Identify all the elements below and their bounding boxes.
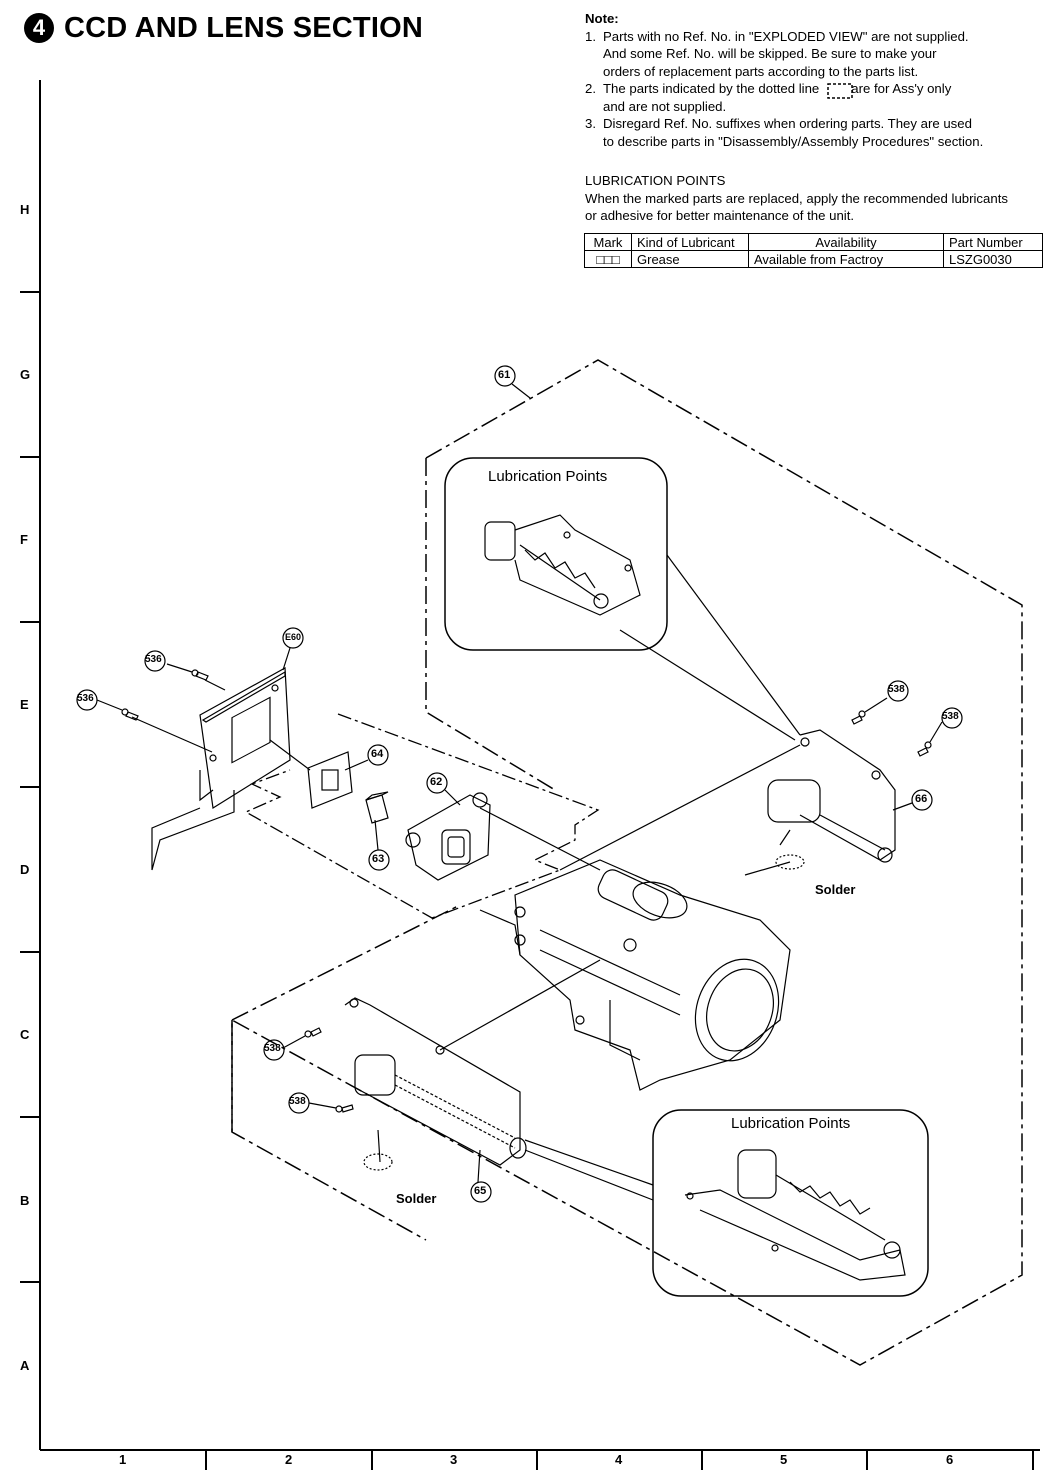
lube-box-title-top: Lubrication Points <box>488 468 608 485</box>
dotted-line-sample-icon <box>827 83 853 99</box>
page-title: CCD AND LENS SECTION <box>64 11 423 44</box>
lubrication-block: LUBRICATION POINTS When the marked parts… <box>585 172 1055 225</box>
lubrication-heading: LUBRICATION POINTS <box>585 173 726 188</box>
row-label-h: H <box>20 202 30 217</box>
lubrication-box-bottom <box>652 1109 929 1297</box>
part-62 <box>405 792 601 881</box>
note-item-3: 3. Disregard Ref. No. suffixes when orde… <box>585 116 972 131</box>
ref-538-a: 538 <box>888 684 905 695</box>
ref-62: 62 <box>430 776 443 788</box>
ref-balloons <box>76 365 963 1203</box>
assembly-61-outline-lower <box>231 904 461 1021</box>
row-label-e: E <box>20 697 29 712</box>
ref-536-b: 536 <box>77 693 94 704</box>
ref-66: 66 <box>915 793 928 805</box>
col-label-1: 1 <box>119 1452 127 1467</box>
screw-538-d <box>308 1102 354 1113</box>
note-heading: Note: <box>585 11 619 26</box>
lube-leader-1 <box>666 554 801 736</box>
col-label-4: 4 <box>615 1452 623 1467</box>
note-item-3-cont-1: to describe parts in "Disassembly/Assemb… <box>603 133 984 149</box>
lube-box-title-bottom: Lubrication Points <box>731 1115 851 1132</box>
column-ticks <box>205 1450 1034 1470</box>
assembly-61-outline-top <box>231 359 1023 1366</box>
ref-538-c: 538 <box>264 1043 281 1054</box>
ref-65: 65 <box>474 1185 487 1197</box>
lubrication-table-header: Mark Kind of Lubricant Availability Part… <box>584 233 1043 251</box>
lube-leader-2 <box>524 1139 654 1186</box>
assembly-61-outline-left <box>425 458 556 791</box>
ref-536-a: 536 <box>145 654 162 665</box>
section-title: 4 CCD AND LENS SECTION <box>24 8 423 48</box>
lubrication-line-2: or adhesive for better maintenance of th… <box>585 208 855 223</box>
notes-block: Note: 1. Parts with no Ref. No. in "EXPL… <box>585 10 1055 150</box>
row-label-g: G <box>20 367 31 382</box>
ref-63: 63 <box>372 853 385 865</box>
row-label-c: C <box>20 1027 30 1042</box>
screw-538-b <box>917 721 943 757</box>
col-label-3: 3 <box>450 1452 458 1467</box>
note-item-1-cont-2: orders of replacement parts according to… <box>603 63 919 79</box>
motor-unit-66 <box>559 729 896 876</box>
ref-64: 64 <box>371 748 384 760</box>
screw-538-c <box>282 1027 322 1049</box>
assembly-62-outline <box>244 713 600 919</box>
solder-label-upper: Solder <box>815 882 856 897</box>
screw-538-a <box>851 697 888 725</box>
lubrication-table-row: □□□ Grease Available from Factroy LSZG00… <box>584 250 1043 268</box>
ref-e60: E60 <box>285 632 302 642</box>
row-label-a: A <box>20 1358 30 1373</box>
motor-unit-65 <box>344 959 601 1171</box>
part-64 <box>269 739 353 809</box>
lubrication-line-1: When the marked parts are replaced, appl… <box>585 190 1008 206</box>
row-label-f: F <box>20 532 28 547</box>
ref-538-b: 538 <box>942 711 959 722</box>
note-item-1-cont-1: And some Ref. No. will be skipped. Be su… <box>603 46 937 61</box>
lubrication-box-top <box>444 457 668 651</box>
lens-unit <box>479 859 791 1091</box>
lube-sketch-top <box>484 514 641 616</box>
col-label-2: 2 <box>285 1452 293 1467</box>
screw-536-b <box>96 699 139 721</box>
row-label-b: B <box>20 1193 30 1208</box>
row-label-d: D <box>20 862 30 877</box>
ccd-board-e60 <box>151 667 291 871</box>
col-label-6: 6 <box>946 1452 954 1467</box>
col-label-5: 5 <box>780 1452 788 1467</box>
note-item-1: 1. Parts with no Ref. No. in "EXPLODED V… <box>585 28 969 44</box>
row-ticks <box>20 291 40 1283</box>
ref-538-d: 538 <box>289 1096 306 1107</box>
ref-61: 61 <box>498 369 511 381</box>
lube-sketch-bottom <box>684 1149 906 1281</box>
section-number-badge: 4 <box>24 13 54 43</box>
lubrication-table: Mark Kind of Lubricant Availability Part… <box>584 233 1043 268</box>
screw-536-a <box>166 663 209 681</box>
part-63 <box>365 791 389 824</box>
note-item-2-cont-1: and are not supplied. <box>603 98 727 114</box>
note-item-2: 2. The parts indicated by the dotted lin… <box>585 81 952 96</box>
solder-label-lower: Solder <box>396 1191 437 1206</box>
